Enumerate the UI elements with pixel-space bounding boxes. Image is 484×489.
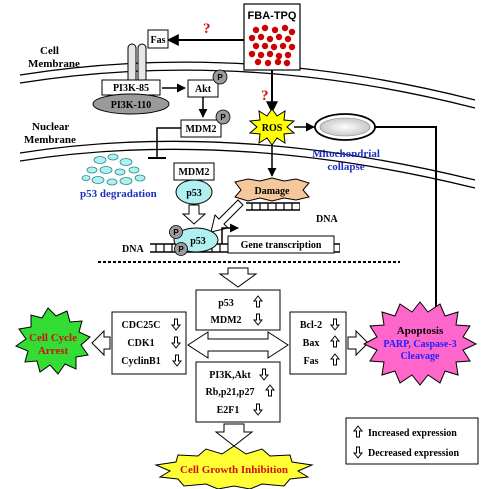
nuclear-membrane-label-2: Membrane <box>24 134 76 146</box>
bcl2-down-arrow <box>329 318 341 331</box>
p53-degradation-label: p53 degradation <box>80 188 157 200</box>
mito-label-1: Mitochondrial <box>312 148 380 160</box>
hollow-arrow-to-apoptosis <box>347 329 369 357</box>
p53-phospho-bottom <box>174 242 188 256</box>
nuclear-membrane-label-1: Nuclear <box>32 121 69 133</box>
cell-cycle-arrest-label-1: Cell Cycle <box>29 332 77 344</box>
cell-growth-inhibition-burst <box>154 445 314 489</box>
bax-up-arrow <box>329 335 341 348</box>
right-bcl2: Bcl-2 <box>300 320 322 331</box>
gene-transcription-label: Gene transcription <box>241 240 322 251</box>
legend-down-arrow <box>352 446 364 459</box>
mdm2-phospho-circle <box>215 109 231 125</box>
cell-cycle-arrest-label-2: Arrest <box>38 345 69 357</box>
inhibit-mdm2-to-degradation <box>156 127 181 158</box>
damage-label: Damage <box>255 186 291 197</box>
right-fas: Fas <box>304 356 319 367</box>
p53-phospho-left-label: P <box>173 228 179 237</box>
fba-tpq-label: FBA-TPQ <box>248 10 297 22</box>
legend-box <box>345 417 479 465</box>
dna-left-label: DNA <box>122 244 144 255</box>
damage-burst <box>234 177 310 202</box>
mdm2-top-label: MDM2 <box>185 124 216 135</box>
cdc25c-down-arrow <box>170 318 182 331</box>
cell-membrane-label-2: Membrane <box>28 58 80 70</box>
nuclear-membrane <box>19 140 476 189</box>
p53-phospho-bottom-label: P <box>178 245 184 254</box>
legend-increased-label: Increased expression <box>368 428 457 439</box>
hollow-arrow-to-arrest <box>91 329 111 357</box>
apoptosis-sub-1: PARP, Caspase-3 <box>383 339 456 350</box>
cyclinb1-down-arrow <box>171 354 183 367</box>
p53-up-arrow <box>252 295 264 308</box>
left-cdc25c: CDC25C <box>122 320 161 331</box>
arrow-mito-to-apoptosis <box>375 126 442 357</box>
ros-label: ROS <box>262 123 283 134</box>
apoptosis-sub-2: Cleavage <box>401 351 440 362</box>
center-top-p53: p53 <box>218 298 234 309</box>
dna-right <box>246 202 300 211</box>
mdm2-complex-label: MDM2 <box>178 167 209 178</box>
apoptosis-burst <box>362 301 478 386</box>
left-cdk1: CDK1 <box>127 338 154 349</box>
e2f1-down-arrow <box>252 403 264 416</box>
question-mark-ros: ? <box>261 88 269 104</box>
legend-up-arrow <box>352 425 364 438</box>
p53-dna-label: p53 <box>190 236 206 247</box>
legend-decreased-label: Decreased expression <box>368 448 459 459</box>
hollow-arrow-to-center <box>218 267 258 288</box>
hollow-arrow-damage-to-p53 <box>210 199 244 233</box>
center-top-box <box>195 289 281 331</box>
pi3k-akt-down-arrow <box>258 368 270 381</box>
center-top-mdm2: MDM2 <box>210 315 241 326</box>
pi3k-110-ellipse <box>92 93 170 115</box>
question-mark-fas: ? <box>203 21 211 37</box>
pi3k-110-label: PI3K-110 <box>111 100 152 111</box>
fas-up-arrow <box>329 353 341 366</box>
center-bottom-pi3k: PI3K,Akt <box>209 370 251 381</box>
mdm2-phospho-label: P <box>220 113 226 122</box>
fas-receptor: Fas <box>127 29 169 89</box>
drug-particles <box>248 24 296 67</box>
mdm2-down-arrow <box>252 313 264 326</box>
p53-phospho-left <box>169 225 183 239</box>
cdk1-down-arrow <box>170 336 182 349</box>
pi3k-85-label: PI3K-85 <box>113 83 149 94</box>
hollow-arrow-to-growth <box>214 423 254 447</box>
expression-arrows <box>170 295 341 416</box>
gene-transcription-box <box>227 235 335 254</box>
fba-tpq-box: FBA-TPQ <box>243 3 301 71</box>
transcription-arrow <box>221 223 239 244</box>
akt-phospho-circle <box>212 69 228 85</box>
ros-burst <box>248 108 296 146</box>
p53-complex-label: p53 <box>186 188 202 199</box>
mito-label-2: collapse <box>327 161 364 173</box>
cell-membrane-label-1: Cell <box>40 45 59 57</box>
left-cyclinb1: CyclinB1 <box>121 356 160 367</box>
center-bottom-e2f1: E2F1 <box>217 405 240 416</box>
mitochondria-inner <box>319 117 371 137</box>
right-bax: Bax <box>303 338 320 349</box>
cell-growth-inhibition-label: Cell Growth Inhibition <box>180 464 288 476</box>
apoptosis-label: Apoptosis <box>397 325 444 337</box>
center-bottom-rb: Rb,p21,p27 <box>206 387 255 398</box>
hollow-double-arrow <box>187 331 289 359</box>
akt-phospho-label: P <box>217 73 223 82</box>
legend-arrows <box>352 425 364 459</box>
cell-cycle-arrest-burst <box>14 307 91 375</box>
dna-right-label: DNA <box>316 214 338 225</box>
hollow-arrow-complex-to-p53 <box>181 204 207 225</box>
p53-degradation-dots <box>81 153 146 186</box>
rb-p21-p27-up-arrow <box>264 384 276 397</box>
fas-label: Fas <box>151 35 166 46</box>
akt-label: Akt <box>195 84 212 95</box>
p53-complex-ellipse <box>175 179 213 205</box>
